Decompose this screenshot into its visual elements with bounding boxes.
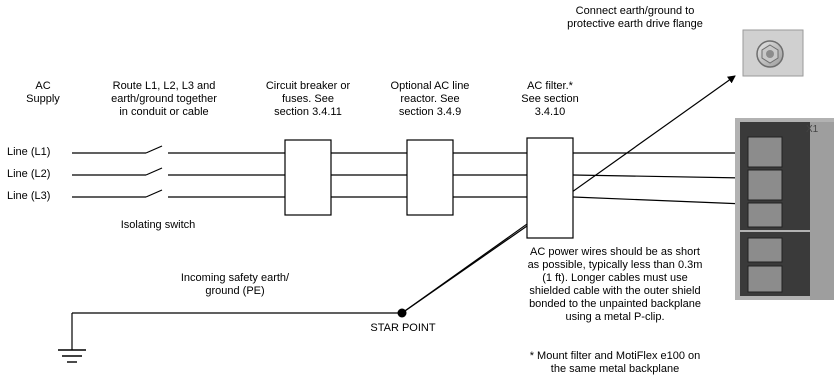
star-point-dot <box>397 308 407 318</box>
pe-note: Incoming safety earth/ground (PE) <box>180 272 290 297</box>
line-l3-label: Line (L3) <box>7 190 51 202</box>
ac-line-reactor-box <box>406 139 454 216</box>
isolating-switch-label: Isolating switch <box>120 219 196 231</box>
earth-flange-image <box>742 29 804 77</box>
connector-marking: X1 <box>806 124 819 135</box>
line-l2-label: Line (L2) <box>7 168 51 180</box>
line-l3-wire <box>72 189 746 208</box>
ac-filter-box <box>526 137 574 239</box>
line-l2-wire <box>72 167 746 182</box>
line-l1-wire <box>72 145 746 157</box>
ground-icon <box>58 349 86 363</box>
circuit-breaker-box <box>284 139 332 216</box>
line-l1-label: Line (L1) <box>7 146 51 158</box>
drive-connector-image <box>735 118 834 300</box>
star-point-label: STAR POINT <box>370 322 436 334</box>
